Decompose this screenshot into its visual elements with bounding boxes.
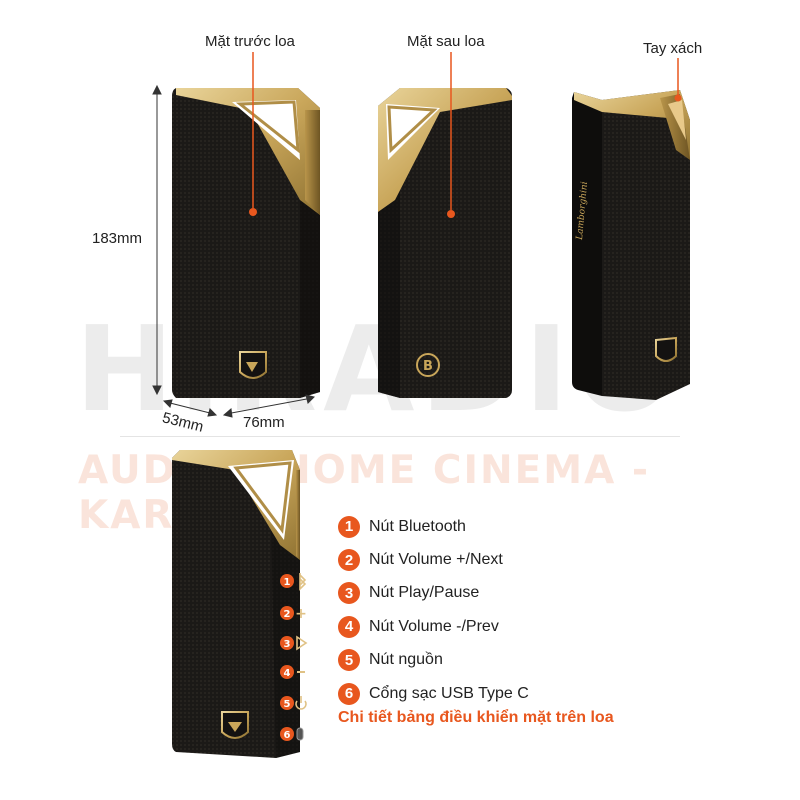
- width-dimension-arrow: [222, 394, 315, 418]
- control-panel-caption: Chi tiết bảng điều khiển mặt trên loa: [338, 709, 614, 726]
- back-label: Mặt sau loa: [407, 33, 485, 50]
- usb-c-port-icon[interactable]: [296, 727, 304, 741]
- legend-number: 1: [338, 515, 360, 538]
- legend-item: 2 Nút Volume +/Next: [338, 543, 529, 576]
- legend-number: 6: [338, 682, 360, 705]
- height-label: 183mm: [92, 230, 143, 247]
- legend-number: 4: [338, 615, 360, 638]
- control-badge-6: 6: [284, 730, 291, 741]
- speaker-front-view: [172, 88, 320, 398]
- legend-label: Cổng sạc USB Type C: [369, 684, 529, 702]
- control-badge-5: 5: [284, 699, 291, 710]
- back-logo: B: [423, 359, 433, 374]
- legend-label: Nút Play/Pause: [369, 584, 480, 602]
- control-badge-2: 2: [284, 609, 291, 620]
- legend-item: 4 Nút Volume -/Prev: [338, 610, 529, 643]
- width-label: 76mm: [243, 414, 285, 431]
- legend-label: Nút Volume +/Next: [369, 551, 503, 569]
- legend-number: 5: [338, 649, 360, 672]
- controls-legend: 1 Nút Bluetooth 2 Nút Volume +/Next 3 Nú…: [338, 510, 529, 710]
- legend-number: 3: [338, 582, 360, 605]
- height-dimension-arrow: [152, 84, 162, 396]
- handle-label: Tay xách: [643, 40, 703, 57]
- divider: [120, 436, 680, 437]
- legend-item: 6 Cổng sạc USB Type C: [338, 677, 529, 710]
- front-marker-dot: [249, 208, 257, 216]
- control-badge-3: 3: [284, 639, 291, 650]
- plus-icon[interactable]: +: [295, 606, 307, 622]
- legend-number: 2: [338, 549, 360, 572]
- legend-label: Nút Bluetooth: [369, 517, 466, 535]
- depth-dimension-arrow: [162, 399, 218, 417]
- bluetooth-icon[interactable]: [299, 573, 307, 591]
- speaker-side-view: Lamborghini: [572, 90, 690, 400]
- legend-item: 5 Nút nguồn: [338, 644, 529, 677]
- front-label: Mặt trước loa: [205, 33, 295, 50]
- handle-marker-dot: [674, 94, 682, 102]
- control-badge-1: 1: [284, 577, 291, 588]
- play-pause-icon[interactable]: [296, 635, 308, 651]
- legend-item: 1 Nút Bluetooth: [338, 510, 529, 543]
- legend-label: Nút Volume -/Prev: [369, 617, 499, 635]
- legend-item: 3 Nút Play/Pause: [338, 577, 529, 610]
- legend-label: Nút nguồn: [369, 651, 443, 669]
- control-badge-4: 4: [284, 668, 291, 679]
- speaker-control-panel-view: [172, 450, 300, 758]
- back-marker-dot: [447, 210, 455, 218]
- power-icon[interactable]: [295, 696, 307, 710]
- speaker-back-view: B: [378, 88, 512, 398]
